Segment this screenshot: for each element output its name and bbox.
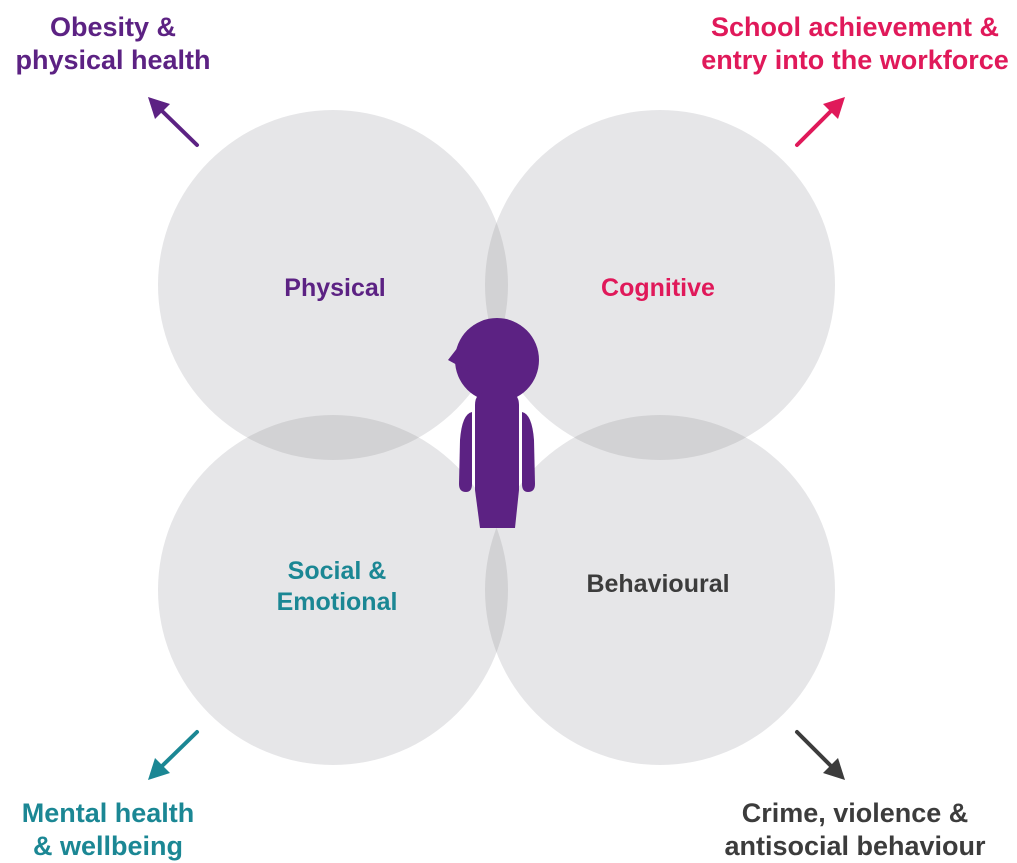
obesity-physical-health-label: Obesity & physical health — [15, 12, 211, 75]
behavioural-domain-label: Behavioural — [586, 570, 730, 598]
school-achievement-workforce-label: School achievement & entry into the work… — [701, 12, 1009, 75]
arrow-down-left-icon — [148, 730, 199, 780]
cognitive-circle — [485, 110, 835, 460]
arrow-up-right-icon — [795, 97, 845, 147]
social-emotional-domain-label: Social & Emotional — [276, 557, 398, 616]
behavioural-circle — [485, 415, 835, 765]
physical-domain-label: Physical — [284, 274, 386, 302]
crime-violence-antisocial-label: Crime, violence & antisocial behaviour — [724, 798, 986, 861]
domain-circles — [158, 110, 835, 765]
physical-circle — [158, 110, 508, 460]
arrow-up-left-icon — [148, 97, 199, 147]
arrow-down-right-icon — [795, 730, 845, 780]
mental-health-wellbeing-label: Mental health & wellbeing — [21, 798, 195, 861]
child-figure-icon — [448, 318, 539, 528]
cognitive-domain-label: Cognitive — [601, 274, 715, 302]
social-emotional-circle — [158, 415, 508, 765]
